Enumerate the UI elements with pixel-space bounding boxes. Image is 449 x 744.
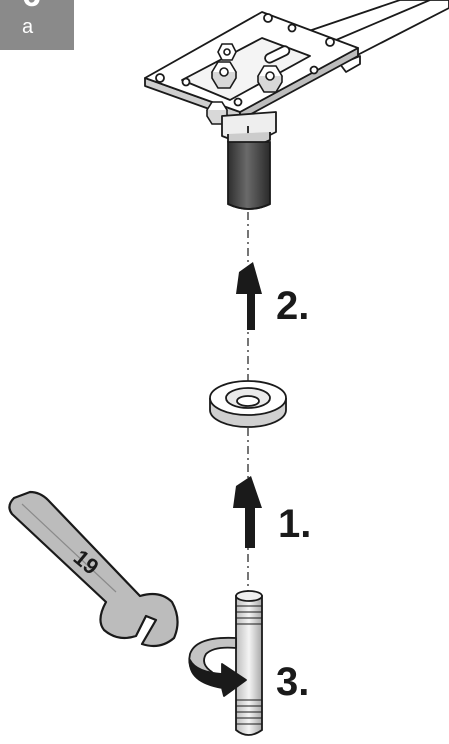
washer xyxy=(209,380,287,428)
section-letter: a xyxy=(22,16,34,38)
threaded-sleeve xyxy=(227,141,271,210)
hex-bolt xyxy=(217,43,237,61)
hex-bolt xyxy=(206,101,228,125)
hex-bolt xyxy=(211,61,237,89)
section-number: 6 xyxy=(22,0,41,15)
threaded-rod xyxy=(235,590,263,736)
arrow-up-icon xyxy=(236,262,262,330)
hex-bolts xyxy=(206,43,283,125)
step-label-2: 2. xyxy=(276,284,310,328)
section-badge: 6 a xyxy=(0,0,74,50)
step-label-1: 1. xyxy=(278,502,312,546)
wrench-icon xyxy=(8,490,179,648)
arrow-up-icon xyxy=(233,476,262,548)
hex-bolt xyxy=(257,65,283,93)
step-label-3: 3. xyxy=(276,660,310,704)
leg-housing xyxy=(221,111,277,151)
rotate-arrow-icon xyxy=(188,636,247,697)
